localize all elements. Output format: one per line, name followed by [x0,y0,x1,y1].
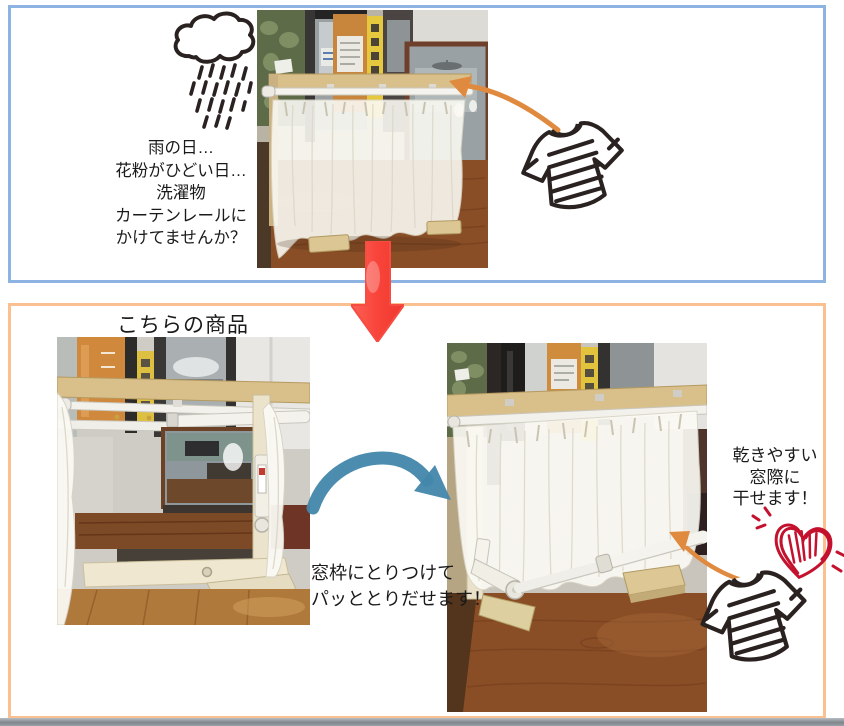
window-bottom-edge [0,718,844,726]
rainy-day-message: 雨の日… 花粉がひどい日… 洗濯物 カーテンレールに かけてませんか？ [49,137,313,250]
product-title: こちらの商品 [117,314,249,337]
photo-curtain-rail-laundry [257,10,488,268]
orange-pointer-arrow-icon [449,76,561,133]
red-down-arrow-icon [351,241,404,342]
heart-doodle-icon [751,506,844,580]
top-panel: 雨の日… 花粉がひどい日… 洗濯物 カーテンレールに かけてませんか？ [8,5,826,283]
caption-line: パッととりだせます！ [311,589,491,609]
blue-curved-arrow-icon [306,451,451,515]
bottom-panel: こちらの商品 [8,303,844,719]
photo-product-closeup [57,337,310,625]
caption-line: 干せます！ [732,489,818,508]
tshirt-doodle-icon [521,121,624,210]
attach-caption: 窓枠にとりつけて パッととりだせます！ [311,560,491,612]
dry-caption: 乾きやすい 窓際に 干せます！ [719,445,831,510]
caption-line: 乾きやすい [732,446,818,465]
caption-line: 窓枠にとりつけて [311,563,456,583]
message-line: カーテンレールに [115,206,247,225]
caption-line: 窓際に [749,467,801,487]
message-line: 雨の日… [148,139,214,157]
message-line: かけてませんか？ [115,229,247,247]
tshirt-doodle-icon [700,570,807,662]
photo-product-rod-out [447,343,707,712]
message-line: 洗濯物 [156,184,206,202]
message-line: 花粉がひどい日… [115,161,247,180]
rain-cloud-doodle-icon [173,11,256,130]
